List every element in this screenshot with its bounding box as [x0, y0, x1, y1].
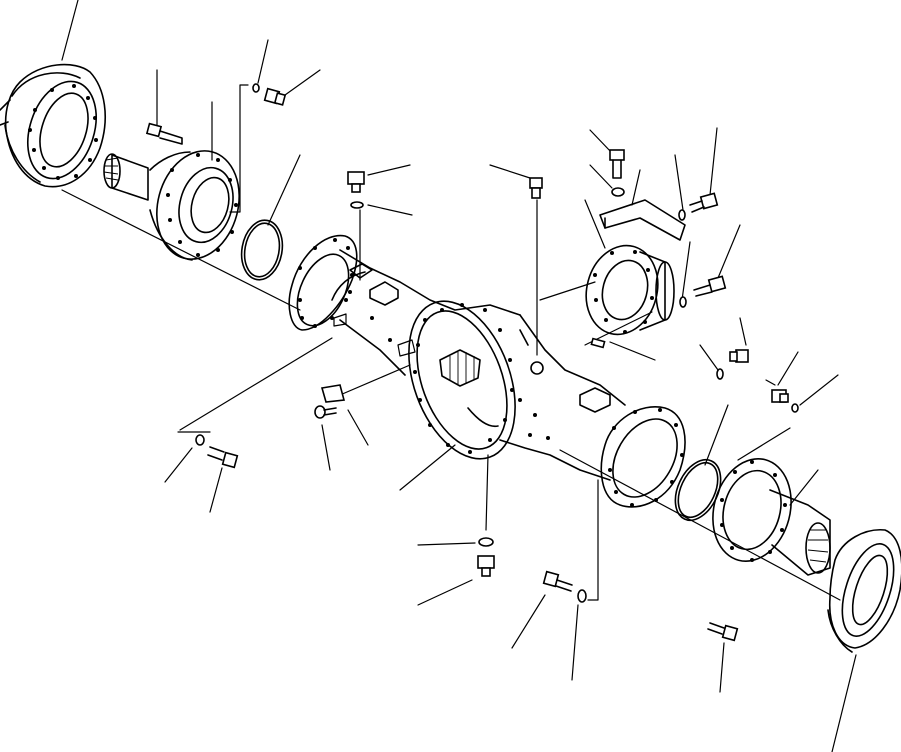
right-axle-carrier	[712, 458, 831, 576]
o-ring-right	[674, 458, 722, 522]
left-wheel-hub-flange	[0, 63, 106, 188]
drain-plug	[477, 555, 495, 577]
small-cover-plate	[320, 384, 346, 403]
right-flange-bolt	[771, 389, 799, 413]
breather-plug	[347, 171, 365, 193]
bracket-washer	[611, 187, 625, 197]
breather-o-ring	[350, 201, 364, 209]
rear-plate-bracket	[599, 199, 686, 241]
bracket-callouts	[177, 84, 791, 601]
bracket-bolt	[609, 149, 625, 179]
differential-mounting-face	[333, 313, 416, 357]
axle-housing	[288, 234, 686, 508]
left-mount-washer	[195, 434, 205, 446]
drain-o-ring	[478, 537, 494, 547]
right-wheel-hub-flange	[827, 529, 901, 653]
right-rear-bearing-cage	[585, 244, 675, 336]
plug-bolt-upper-left	[252, 83, 287, 106]
dowel-pin	[590, 337, 606, 349]
center-vent-fitting	[529, 177, 543, 199]
right-carrier-bolt-lower	[707, 622, 739, 642]
lower-washer	[577, 589, 587, 603]
left-axle-carrier	[103, 150, 240, 261]
left-mount-bolt	[207, 446, 239, 469]
cage-bolt	[678, 192, 727, 308]
plug-o-ring-right	[716, 368, 724, 380]
cover-screw	[314, 405, 337, 419]
leader-lines	[61, 0, 857, 752]
o-ring-left	[240, 219, 284, 281]
plug-right	[729, 349, 749, 363]
left-carrier-bolt	[145, 122, 183, 145]
assembly-axis-lines	[61, 189, 841, 601]
lower-bolt	[542, 570, 573, 592]
